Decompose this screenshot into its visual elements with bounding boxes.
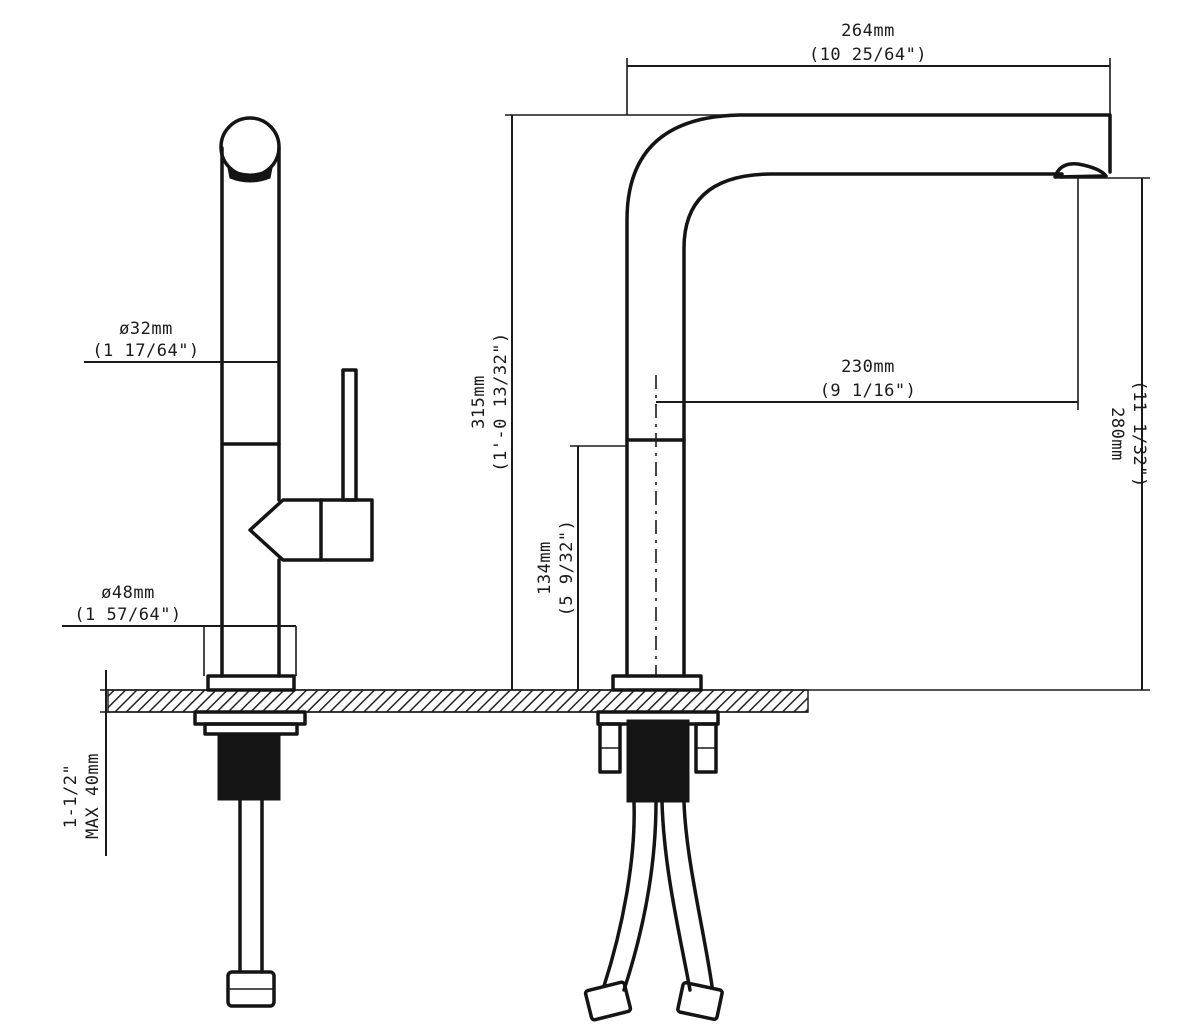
label-32-mm: ø32mm: [119, 319, 173, 339]
label-230-mm: 230mm: [841, 357, 895, 377]
label-48-in: (1 57/64"): [74, 605, 181, 625]
label-134-in: (5 9/32"): [557, 520, 577, 617]
faucet-side-view: [193, 116, 374, 1008]
label-48-mm: ø48mm: [101, 583, 155, 603]
label-32-in: (1 17/64"): [92, 341, 199, 361]
label-264-in: (10 25/64"): [809, 45, 927, 65]
label-280-mm: 280mm: [1107, 407, 1127, 461]
label-280-in: (11 1/32"): [1129, 380, 1149, 487]
label-deck-mm: MAX 40mm: [83, 753, 103, 839]
label-deck-in: 1-1/2": [61, 764, 81, 828]
label-315-in: (1'-0 13/32"): [491, 332, 511, 472]
countertop: [100, 689, 809, 713]
label-134-mm: 134mm: [535, 541, 555, 595]
dimension-lines: [62, 58, 1150, 856]
dimension-labels: 264mm (10 25/64") 230mm (9 1/16") 315mm …: [61, 21, 1149, 839]
label-230-in: (9 1/16"): [820, 381, 917, 401]
label-315-mm: 315mm: [469, 375, 489, 429]
label-264-mm: 264mm: [841, 21, 895, 41]
faucet-front-view: [583, 113, 1112, 1022]
